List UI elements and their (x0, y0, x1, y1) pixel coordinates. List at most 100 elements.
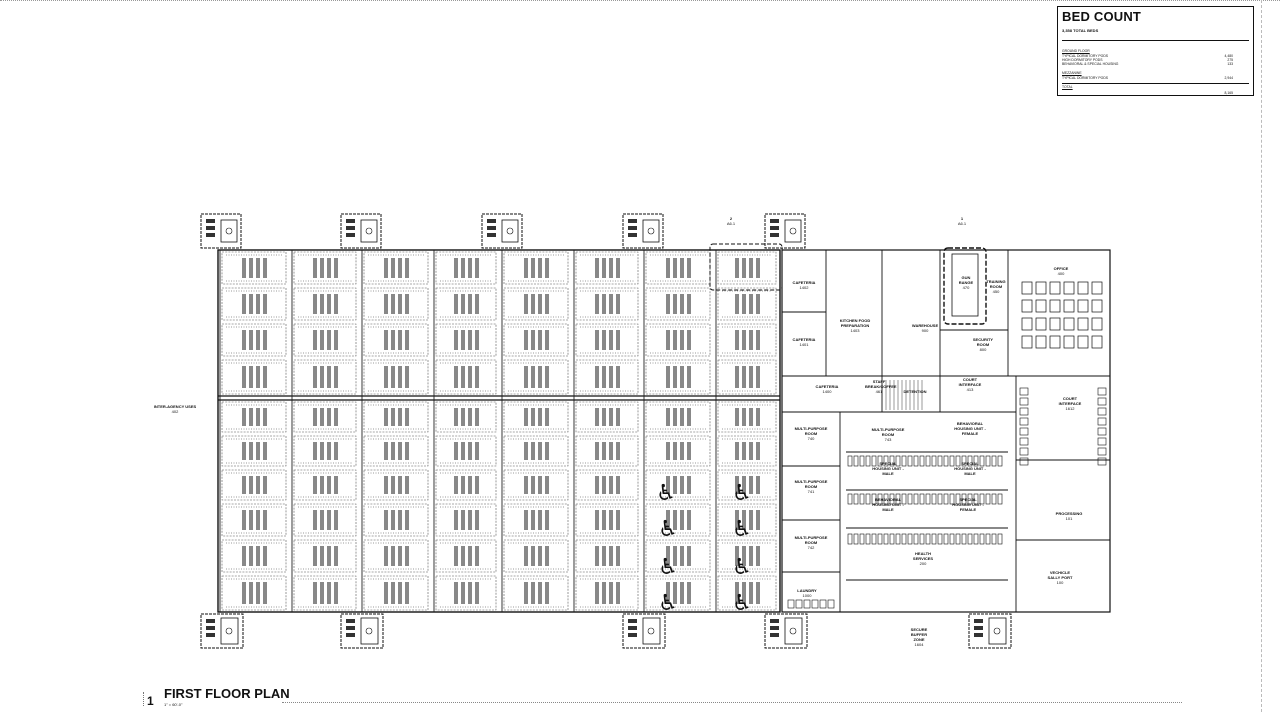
dorm-pod (645, 503, 711, 537)
yard-fixture (346, 626, 355, 630)
health-services-bay (871, 533, 877, 545)
yard-fixture (628, 633, 637, 637)
bunk-cluster (242, 546, 246, 566)
workstation (1035, 281, 1047, 295)
bunk-cluster (680, 510, 684, 530)
bunk-cluster (475, 366, 479, 388)
bunk-cluster (666, 330, 670, 350)
bunk-cluster (391, 546, 395, 566)
bunk-cluster (749, 408, 753, 426)
processing-cell (1019, 407, 1029, 416)
dorm-pod (293, 401, 357, 433)
dorm-pod (435, 251, 497, 285)
workstation (1049, 299, 1061, 313)
housing-cell (955, 493, 961, 505)
dorm-pod (221, 287, 287, 321)
bunk-cluster (680, 582, 684, 604)
bunk-cluster (756, 408, 760, 426)
dorm-pod (645, 469, 711, 501)
bunk-cluster (242, 442, 246, 460)
housing-cell (871, 493, 877, 505)
bunk-cluster (461, 546, 465, 566)
dorm-pod (221, 251, 287, 285)
dorm-pod (363, 469, 429, 501)
dorm-pod (363, 575, 429, 611)
housing-cell (901, 455, 907, 467)
yard-court (220, 617, 239, 645)
bunk-cluster (263, 442, 267, 460)
housing-cell (847, 455, 853, 467)
plan-title: FIRST FLOOR PLAN (164, 686, 290, 701)
sheet-right-border (1261, 0, 1262, 712)
housing-cell (985, 493, 991, 505)
bunk-cluster (256, 546, 260, 566)
bunk-cluster (749, 258, 753, 278)
health-services-bay (853, 533, 859, 545)
housing-cell (889, 455, 895, 467)
yard-fixture (346, 233, 355, 237)
housing-cell (895, 455, 901, 467)
bunk-cluster (524, 366, 528, 388)
bunk-cluster (545, 408, 549, 426)
dorm-pod (645, 575, 711, 611)
bunk-cluster (538, 442, 542, 460)
bunk-cluster (666, 476, 670, 494)
bunk-cluster (320, 408, 324, 426)
health-services-bay (889, 533, 895, 545)
dorm-pod (435, 575, 497, 611)
workstation (1091, 335, 1103, 349)
housing-cell (901, 493, 907, 505)
dorm-pod (717, 359, 777, 395)
yard-fixture (628, 626, 637, 630)
bunk-cluster (384, 408, 388, 426)
bunk-cluster (384, 258, 388, 278)
bunk-cluster (242, 408, 246, 426)
wheelchair-icon: ♿ (658, 555, 678, 580)
housing-cell (925, 455, 931, 467)
bunk-cluster (468, 408, 472, 426)
yard-fixture (974, 626, 983, 630)
bunk-cluster (334, 294, 338, 314)
bunk-cluster (242, 366, 246, 388)
dorm-pod (503, 323, 569, 357)
bunk-cluster (687, 408, 691, 426)
workstation (1063, 281, 1075, 295)
dorm-pod (717, 251, 777, 285)
bunk-cluster (242, 330, 246, 350)
bunk-cluster (468, 476, 472, 494)
bunk-cluster (595, 294, 599, 314)
yard-fixture (628, 233, 637, 237)
bunk-cluster (609, 546, 613, 566)
bunk-cluster (673, 476, 677, 494)
health-services-bay (943, 533, 949, 545)
bunk-cluster (242, 510, 246, 530)
bunk-cluster (398, 510, 402, 530)
housing-cell (997, 455, 1003, 467)
bunk-cluster (475, 510, 479, 530)
dorm-pod (363, 401, 429, 433)
bunk-cluster (398, 442, 402, 460)
yard-fixture (206, 633, 215, 637)
dorm-pod (435, 323, 497, 357)
yard-fixture (346, 633, 355, 637)
bunk-cluster (468, 442, 472, 460)
health-services-bay (877, 533, 883, 545)
housing-cell (937, 455, 943, 467)
workstation (1077, 317, 1089, 331)
bunk-cluster (687, 294, 691, 314)
room-label: DETENTION (903, 389, 927, 394)
housing-cell (937, 493, 943, 505)
bunk-cluster (398, 408, 402, 426)
dorm-pod (503, 469, 569, 501)
laundry-machine (819, 599, 827, 609)
ground-floor-header: GROUND FLOOR (1062, 49, 1090, 53)
bunk-cluster (391, 582, 395, 604)
bunk-cluster (687, 510, 691, 530)
processing-cell (1097, 447, 1107, 456)
rec-yard (340, 613, 384, 649)
